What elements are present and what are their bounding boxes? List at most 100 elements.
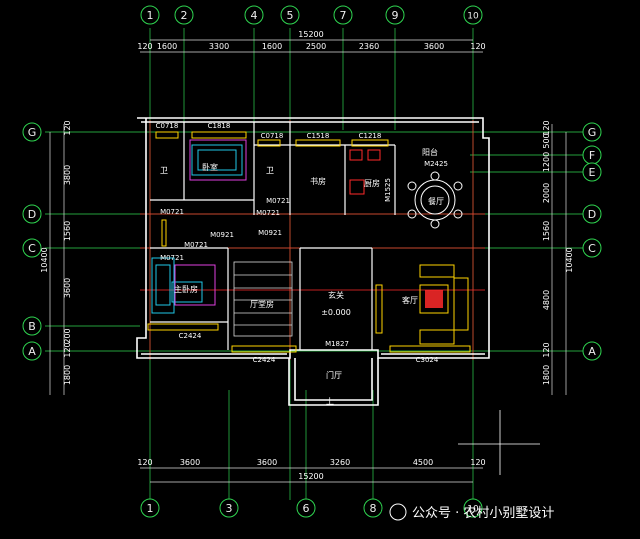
- dim-total-bottom: 15200: [298, 472, 323, 481]
- axis-top-9: 9: [392, 9, 399, 22]
- room-bedroom: 卧室: [202, 162, 218, 172]
- furniture-magenta: [174, 139, 247, 306]
- axis-right-G: G: [588, 126, 597, 139]
- code-w3: C0718: [261, 132, 284, 140]
- room-worship: 厅堂房: [250, 299, 274, 309]
- dim-top-7: 120: [470, 42, 485, 51]
- dim-top-4: 2500: [306, 42, 326, 51]
- dim-top-6: 3600: [424, 42, 444, 51]
- dimension-lines: [49, 39, 567, 483]
- code-d3: M0721: [256, 209, 280, 217]
- room-bath2: 卫: [266, 166, 274, 175]
- bottom-axis-bubbles: [140, 498, 483, 518]
- axis-bottom-10: 10: [467, 505, 479, 515]
- dining-table: [407, 171, 463, 229]
- axis-bottom-1: 1: [147, 502, 154, 515]
- watermark-text: 公众号 · 农村小别墅设计: [412, 506, 554, 521]
- code-d1: M0721: [160, 208, 184, 216]
- code-w6: M2425: [424, 160, 448, 168]
- windows: [147, 131, 471, 353]
- dim-bottom-0: 120: [137, 458, 152, 467]
- dim-bottom-2: 3600: [257, 458, 277, 467]
- code-d6: M1525: [384, 178, 392, 202]
- dim-bottom-1: 3600: [180, 458, 200, 467]
- code-w1: C0718: [156, 122, 179, 130]
- furniture-cyan: [151, 144, 243, 314]
- compass: [458, 410, 540, 475]
- code-w8: C2424: [253, 356, 276, 364]
- watermark: 公众号 · 农村小别墅设计: [389, 503, 554, 521]
- code-w7: C2424: [179, 332, 202, 340]
- dim-top-1: 1600: [157, 42, 177, 51]
- axis-bottom-8: 8: [370, 502, 377, 515]
- axis-left-C: C: [28, 242, 36, 255]
- dim-bottom-5: 120: [470, 458, 485, 467]
- stair-up: 上: [326, 397, 334, 406]
- axis-right-A: A: [588, 345, 596, 358]
- wechat-icon: [389, 503, 407, 521]
- dim-top-3: 1600: [262, 42, 282, 51]
- room-living: 客厅: [402, 295, 418, 305]
- dim-total-left: 10400: [40, 247, 49, 272]
- left-axis-bubbles: [22, 122, 42, 361]
- room-dining: 餐厅: [428, 197, 444, 206]
- dim-right-5: 4800: [542, 290, 551, 310]
- code-d9: M0721: [184, 241, 208, 249]
- room-bath1: 卫: [160, 166, 168, 175]
- dim-left-1: 3800: [63, 165, 72, 185]
- code-d4: M0921: [210, 231, 234, 239]
- axis-left-D: D: [28, 208, 36, 221]
- room-entrance: 玄关: [328, 290, 344, 300]
- axis-right-F: F: [589, 149, 595, 162]
- dim-left-5: 120: [63, 342, 72, 357]
- dim-top-0: 120: [137, 42, 152, 51]
- stairs: [233, 261, 293, 337]
- dim-right-1: 500: [542, 133, 551, 148]
- axis-left-A: A: [28, 345, 36, 358]
- dim-right-0: 120: [542, 120, 551, 135]
- dim-left-0: 120: [63, 120, 72, 135]
- room-study: 书房: [310, 176, 326, 186]
- axis-top-7: 7: [340, 9, 347, 22]
- living-furniture: [419, 264, 469, 345]
- kitchen-fixtures: [349, 149, 381, 195]
- code-d2: M0721: [266, 197, 290, 205]
- dim-right-7: 1800: [542, 365, 551, 385]
- dim-bottom-4: 4500: [413, 458, 433, 467]
- dim-total-right: 10400: [565, 247, 574, 272]
- dim-total-top: 15200: [298, 30, 323, 39]
- code-w5: C1218: [359, 132, 382, 140]
- axis-left-G: G: [28, 126, 37, 139]
- coffee-table: [425, 290, 443, 308]
- dim-left-3: 3600: [63, 278, 72, 298]
- dim-right-3: 2000: [542, 183, 551, 203]
- room-master: 主卧房: [174, 284, 198, 294]
- top-axis-bubbles: [140, 5, 483, 25]
- dim-right-4: 1560: [542, 221, 551, 241]
- code-w4: C1518: [307, 132, 330, 140]
- axis-right-E: E: [589, 166, 596, 179]
- dim-bottom-3: 3260: [330, 458, 350, 467]
- dim-right-6: 120: [542, 342, 551, 357]
- axis-top-2: 2: [181, 9, 188, 22]
- dim-top-2: 3300: [209, 42, 229, 51]
- code-d8: M0721: [160, 254, 184, 262]
- axis-right-C: C: [588, 242, 596, 255]
- dim-left-2: 1560: [63, 221, 72, 241]
- dim-left-4: 200: [63, 328, 72, 343]
- right-axis-bubbles: [582, 122, 602, 361]
- axis-bottom-3: 3: [226, 502, 233, 515]
- code-w9: C3024: [416, 356, 439, 364]
- axis-right-D: D: [588, 208, 596, 221]
- axis-top-4: 4: [251, 9, 258, 22]
- code-d5: M0921: [258, 229, 282, 237]
- dim-left-6: 1800: [63, 365, 72, 385]
- code-w2: C1818: [208, 122, 231, 130]
- room-kitchen: 厨房: [364, 178, 380, 188]
- interior-walls: [150, 122, 396, 350]
- axis-left-B: B: [28, 320, 36, 333]
- walls: [136, 117, 490, 406]
- axis-bottom-6: 6: [303, 502, 310, 515]
- axis-grid: [45, 28, 585, 500]
